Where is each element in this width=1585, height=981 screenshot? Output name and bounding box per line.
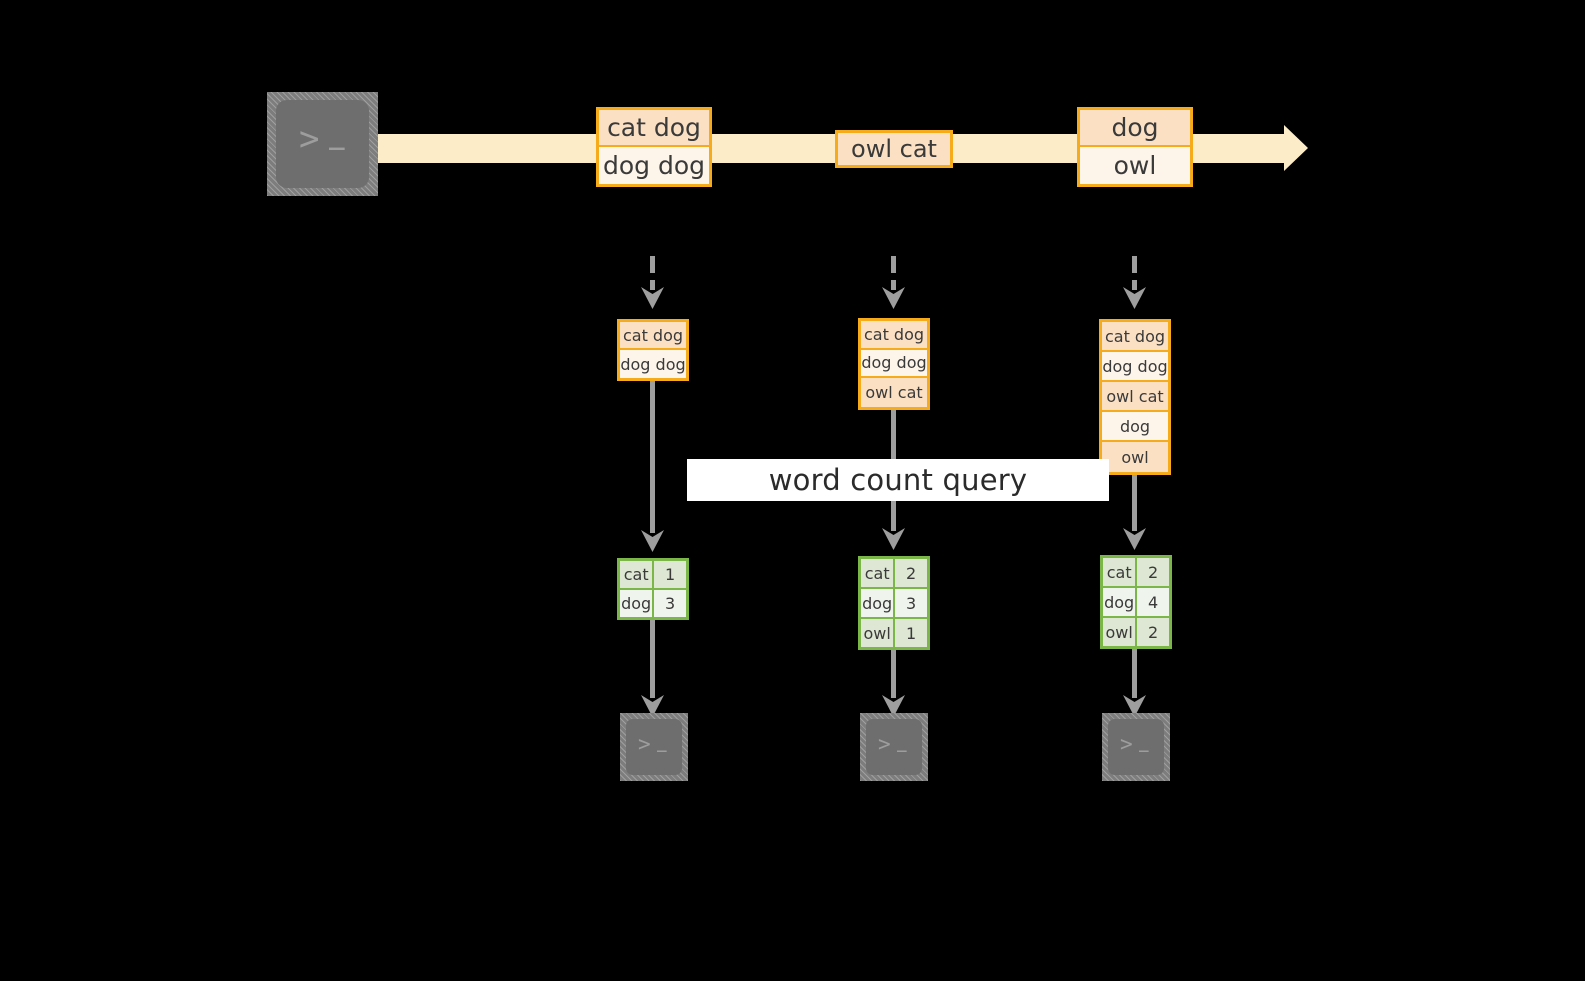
stream-record-line: dog	[1080, 110, 1190, 147]
stage-input-table[interactable]: cat dog dog dog	[617, 319, 689, 381]
terminal-prompt-underscore-icon: _	[657, 733, 667, 752]
stream-record-line: owl cat	[838, 133, 950, 165]
stage-input-arrow-head	[1123, 287, 1146, 309]
result-count: 4	[1148, 592, 1159, 612]
result-row: cat 1	[620, 561, 686, 590]
stream-record[interactable]: dog owl	[1077, 107, 1193, 187]
stream-arrow-head	[1284, 125, 1308, 171]
stage-sink-connector	[1132, 649, 1137, 698]
stage-input-row: dog	[1102, 412, 1168, 442]
result-count: 3	[906, 593, 917, 613]
stage-input-connector	[891, 256, 896, 290]
stage-input-row: cat dog	[1102, 322, 1168, 352]
result-word: owl	[861, 619, 896, 647]
stream-record[interactable]: cat dog dog dog	[596, 107, 712, 187]
result-row: dog 3	[861, 589, 927, 619]
stage-query-arrow-head	[882, 528, 905, 550]
terminal-screen	[626, 719, 682, 775]
result-count: 1	[906, 623, 917, 643]
stage-sink-arrow-head	[641, 695, 664, 717]
terminal-prompt-chevron-icon: >	[878, 732, 891, 756]
result-count: 2	[1148, 562, 1159, 582]
stage-input-row: owl	[1102, 442, 1168, 472]
stream-record-line: owl	[1080, 147, 1190, 184]
result-row: cat 2	[861, 559, 927, 589]
terminal-prompt-underscore-icon: _	[897, 733, 907, 752]
stage-input-row: cat dog	[861, 321, 927, 350]
terminal-screen	[1108, 719, 1164, 775]
result-row: owl 2	[1103, 618, 1169, 646]
terminal-source[interactable]: > _	[267, 92, 378, 196]
result-word: dog	[1103, 588, 1138, 616]
stage-input-connector	[650, 256, 655, 290]
terminal-sink-1[interactable]: > _	[620, 713, 688, 781]
stage-query-arrow-head	[641, 530, 664, 552]
result-word: cat	[861, 559, 896, 587]
stage-input-row: owl cat	[1102, 382, 1168, 412]
terminal-prompt-chevron-icon: >	[638, 732, 651, 756]
stage-input-row: dog dog	[620, 350, 686, 378]
stage-input-table[interactable]: cat dog dog dog owl cat	[858, 318, 930, 410]
stage-result-table[interactable]: cat 2 dog 3 owl 1	[858, 556, 930, 650]
result-word: cat	[620, 561, 655, 588]
result-count: 1	[665, 565, 676, 584]
terminal-prompt-underscore-icon: _	[329, 121, 345, 151]
stream-record[interactable]: owl cat	[835, 130, 953, 168]
result-row: dog 4	[1103, 588, 1169, 618]
stage-input-row: cat dog	[620, 322, 686, 350]
result-count: 2	[1148, 622, 1159, 642]
result-row: dog 3	[620, 590, 686, 617]
result-word: cat	[1103, 558, 1138, 586]
terminal-prompt-underscore-icon: _	[1139, 733, 1149, 752]
terminal-sink-3[interactable]: > _	[1102, 713, 1170, 781]
result-word: dog	[620, 590, 655, 617]
stage-sink-connector	[650, 620, 655, 698]
result-word: dog	[861, 589, 896, 617]
query-caption-label: word count query	[768, 463, 1028, 497]
result-word: owl	[1103, 618, 1138, 646]
terminal-sink-2[interactable]: > _	[860, 713, 928, 781]
stage-input-connector	[1132, 256, 1137, 290]
result-row: cat 2	[1103, 558, 1169, 588]
stage-input-row: owl cat	[861, 378, 927, 407]
stage-query-connector	[650, 381, 655, 533]
terminal-prompt-chevron-icon: >	[1120, 732, 1133, 756]
query-caption-banner: word count query	[687, 459, 1109, 501]
stage-result-table[interactable]: cat 1 dog 3	[617, 558, 689, 620]
stage-input-table[interactable]: cat dog dog dog owl cat dog owl	[1099, 319, 1171, 475]
stage-query-arrow-head	[1123, 528, 1146, 550]
stage-sink-arrow-head	[1123, 695, 1146, 717]
terminal-screen	[276, 100, 369, 188]
stage-input-row: dog dog	[861, 349, 927, 379]
result-row: owl 1	[861, 619, 927, 647]
stage-input-arrow-head	[882, 287, 905, 309]
result-count: 3	[665, 594, 676, 613]
stream-record-line: dog dog	[599, 147, 709, 184]
stage-input-row: dog dog	[1102, 352, 1168, 382]
stage-result-table[interactable]: cat 2 dog 4 owl 2	[1100, 555, 1172, 649]
stage-query-connector	[1132, 475, 1137, 531]
terminal-screen	[866, 719, 922, 775]
stage-sink-arrow-head	[882, 695, 905, 717]
stage-input-arrow-head	[641, 287, 664, 309]
result-count: 2	[906, 563, 917, 583]
stage-sink-connector	[891, 650, 896, 698]
terminal-prompt-chevron-icon: >	[299, 119, 320, 159]
stream-record-line: cat dog	[599, 110, 709, 147]
